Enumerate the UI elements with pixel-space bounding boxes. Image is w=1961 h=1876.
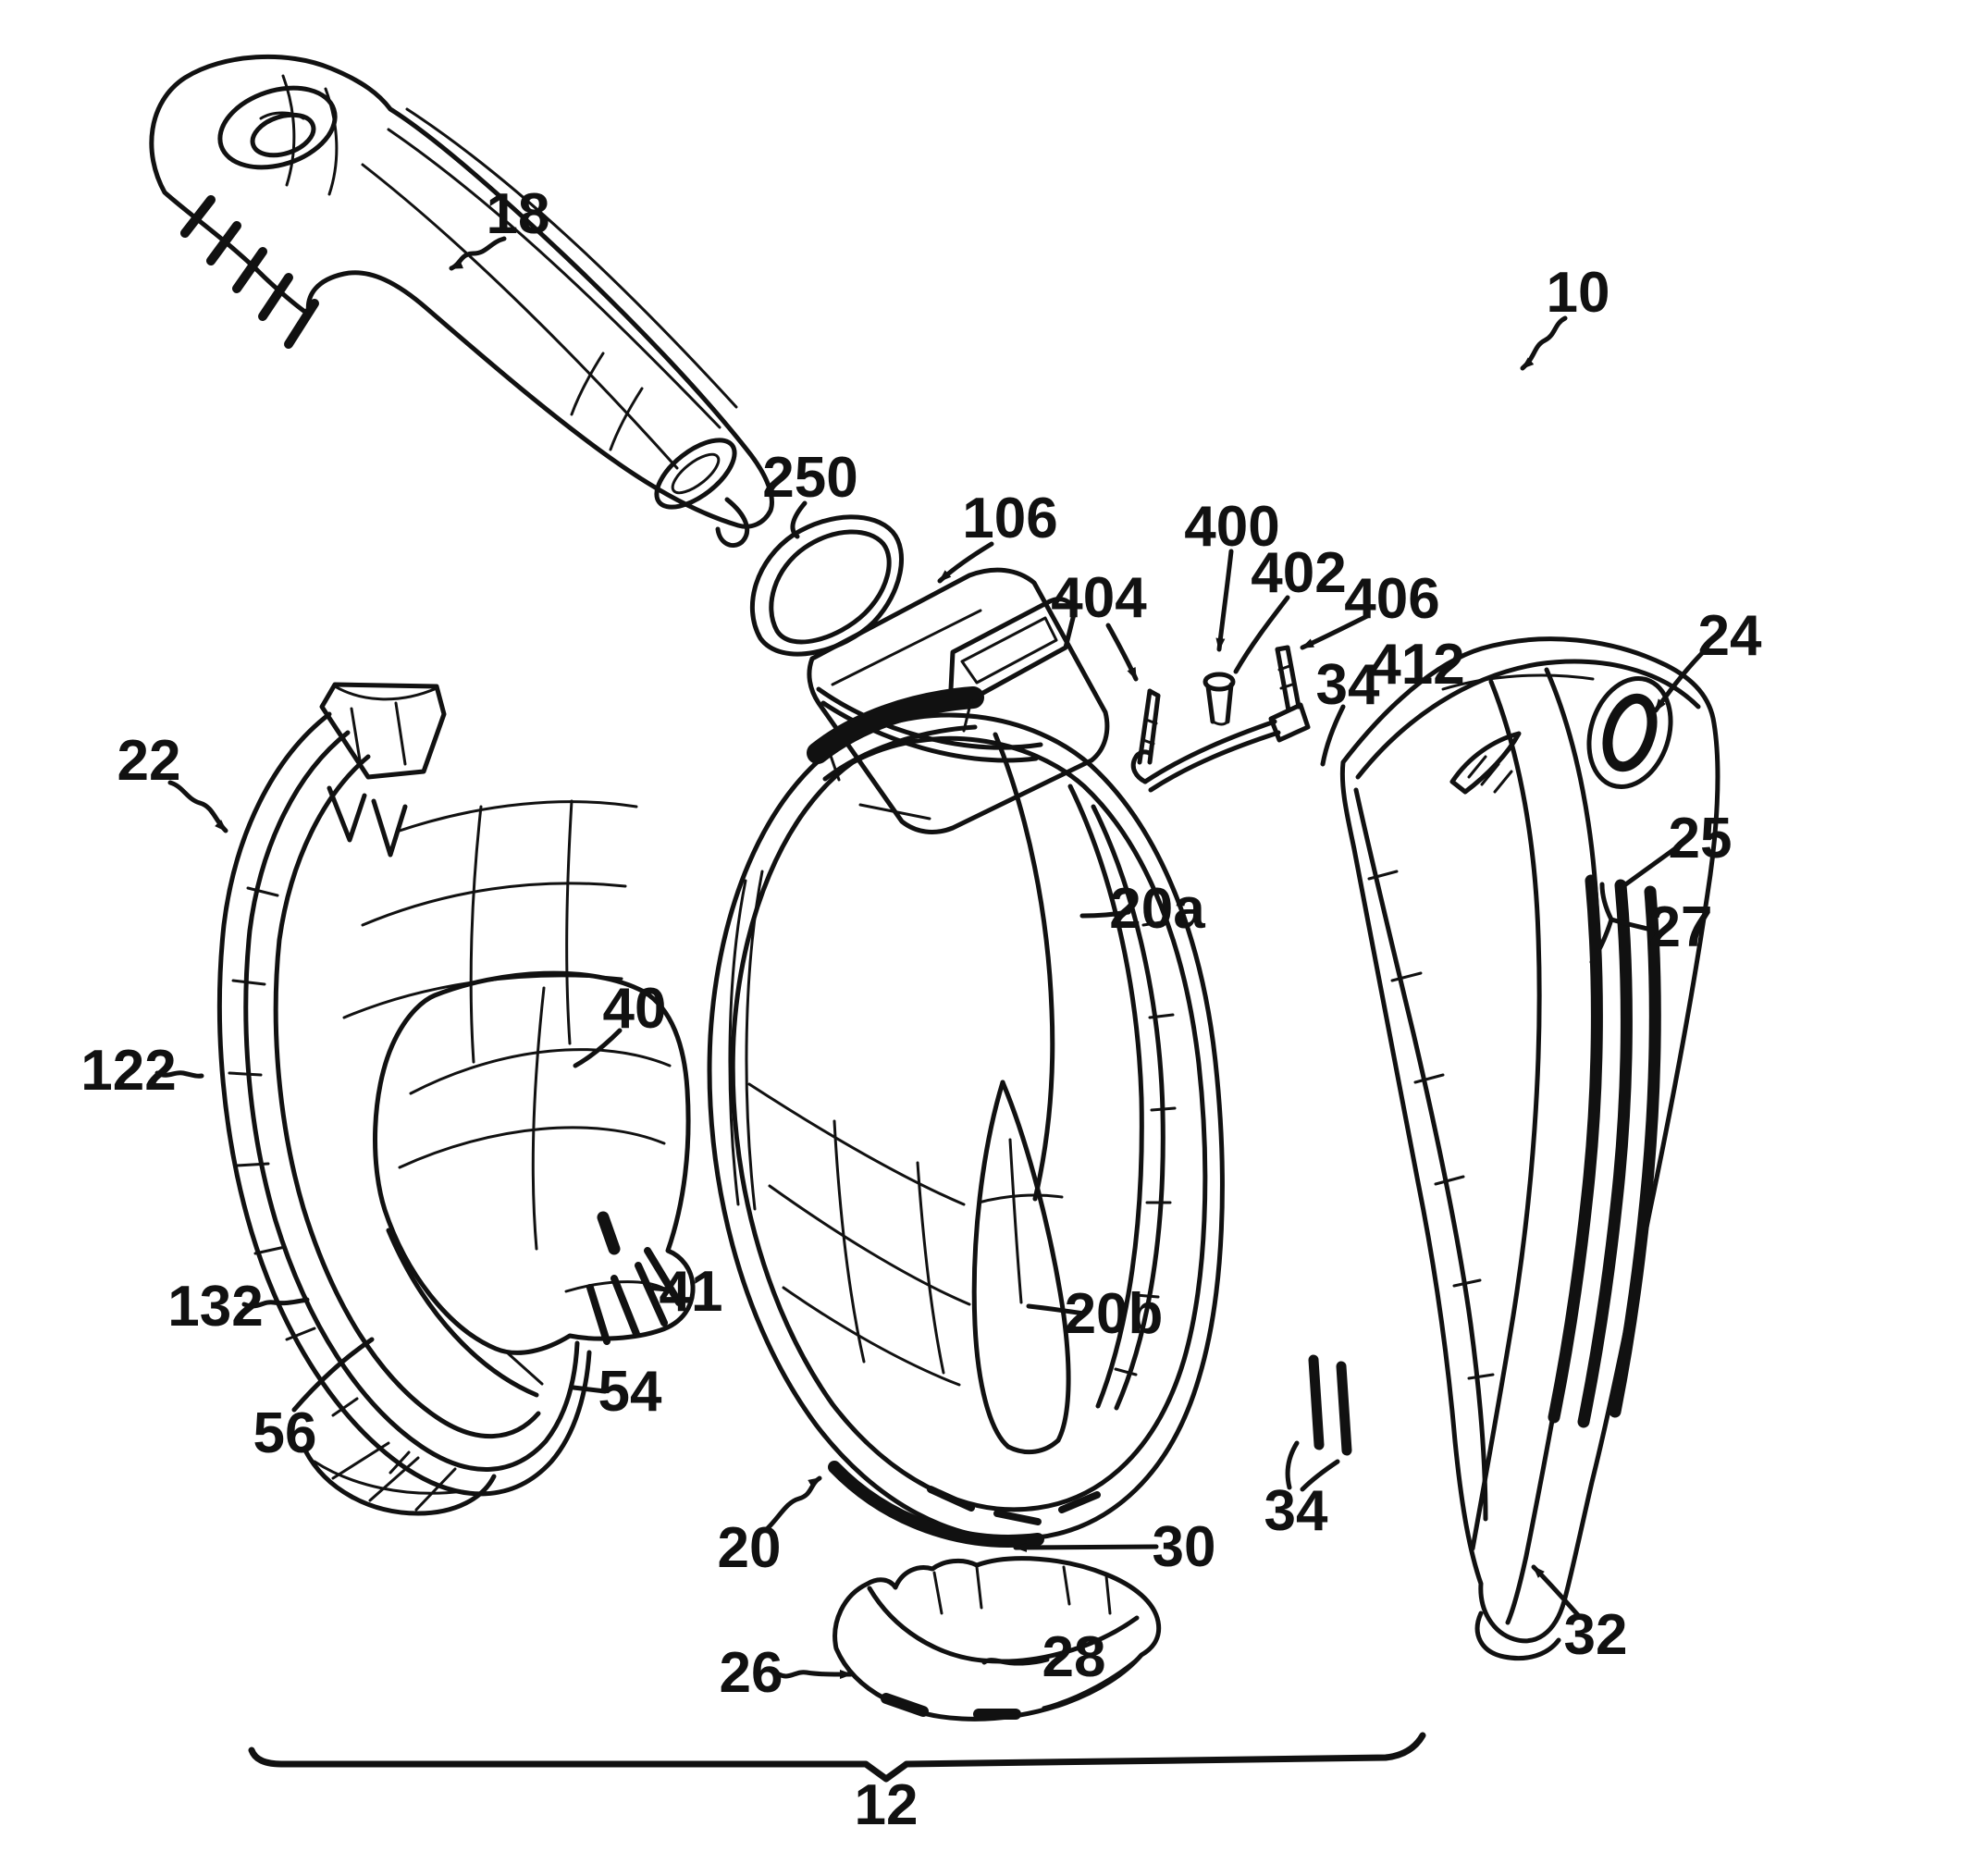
leader-34-bottom (1285, 1440, 1300, 1490)
mask-bottom-lip (828, 1461, 1044, 1548)
ref-label-406: 406 (1344, 567, 1439, 631)
ref-label-41: 41 (660, 1260, 723, 1324)
leader-406 (1300, 613, 1370, 650)
strap-clip (1130, 645, 1311, 793)
right-frame-shell (1308, 636, 1720, 1661)
mask-skirt-body (707, 686, 1225, 1548)
leader-56 (291, 1337, 375, 1413)
mask-window-edge (993, 732, 1055, 1202)
snorkel-tube (149, 54, 774, 548)
leader-26 (776, 1669, 854, 1679)
mask-nose-pocket (971, 1080, 1071, 1455)
leader-27 (1609, 917, 1659, 933)
reference-labels: 18 10 250 106 404 400 402 406 34 412 24 … (80, 182, 1762, 1837)
ref-label-404: 404 (1051, 566, 1147, 630)
ref-label-400: 400 (1184, 495, 1279, 559)
leader-122 (154, 1070, 204, 1079)
leader-404 (1105, 623, 1139, 682)
ref-label-106: 106 (962, 487, 1057, 550)
leader-18 (449, 236, 507, 271)
chin-buckle (832, 1556, 1162, 1722)
frame-bottom-foot (302, 1441, 497, 1516)
frame-side-slats (1548, 874, 1661, 1428)
ref-label-34-top: 34 (1316, 653, 1380, 717)
ref-label-122: 122 (80, 1039, 176, 1103)
leader-34-top (1320, 704, 1346, 767)
leader-10 (1520, 315, 1568, 371)
snorkel-mouth-end (654, 438, 749, 548)
ref-label-20: 20 (718, 1516, 782, 1580)
ref-label-25: 25 (1669, 807, 1733, 870)
leader-20a (1079, 909, 1131, 919)
leader-132 (241, 1297, 310, 1309)
clip-prong-right (1275, 645, 1301, 713)
ref-label-12: 12 (855, 1773, 919, 1837)
ref-label-24: 24 (1698, 604, 1762, 668)
snorkel-top-valve (217, 85, 338, 170)
clip-prong-left (1137, 688, 1161, 765)
ref-label-32: 32 (1564, 1603, 1628, 1667)
purge-port (1586, 675, 1673, 790)
mask-skirt-band (1067, 784, 1177, 1411)
leader-250 (790, 500, 808, 539)
ref-label-18: 18 (487, 182, 550, 246)
ref-label-56: 56 (253, 1401, 317, 1465)
leader-402 (1233, 595, 1290, 674)
frame-top-louver (1449, 731, 1522, 795)
leader-20 (765, 1475, 822, 1531)
ref-label-40: 40 (603, 977, 667, 1041)
leader-400 (1215, 549, 1234, 652)
leader-28 (981, 1657, 1050, 1666)
ref-label-20b: 20b (1065, 1282, 1164, 1346)
ref-label-30: 30 (1153, 1515, 1216, 1579)
leader-24 (1653, 647, 1708, 713)
ref-label-402: 402 (1251, 541, 1346, 605)
ref-label-132: 132 (167, 1275, 263, 1339)
leader-27-fork-upper (1599, 882, 1614, 922)
leader-25 (1618, 846, 1677, 891)
leader-34-bottom-branch (1300, 1459, 1340, 1492)
inner-breathing-cup (373, 970, 696, 1386)
ref-label-26: 26 (720, 1641, 783, 1705)
frame-vent-slots (1308, 1354, 1352, 1456)
leader-27-fork-lower (1589, 917, 1614, 965)
ref-label-27: 27 (1649, 895, 1713, 959)
leader-30 (1013, 1542, 1159, 1552)
ref-label-250: 250 (762, 446, 857, 510)
leader-22 (167, 780, 228, 833)
leader-40 (573, 1028, 623, 1068)
leader-20b (1026, 1303, 1087, 1316)
snorkel-vent-ribs (180, 195, 319, 349)
leader-lines (154, 236, 1708, 1679)
ref-label-34-bottom: 34 (1264, 1479, 1328, 1543)
left-frame-ring (216, 682, 638, 1516)
leader-54 (571, 1385, 608, 1394)
leader-106 (937, 541, 994, 584)
ref-label-54: 54 (598, 1360, 662, 1424)
clip-post-center (1202, 672, 1236, 726)
seal-ring (750, 514, 905, 657)
leader-41 (645, 1285, 671, 1292)
mask-top-mount (807, 686, 984, 782)
cup-slot-41 (597, 1211, 621, 1255)
ref-label-20a: 20a (1109, 877, 1205, 941)
ref-label-28: 28 (1042, 1625, 1106, 1689)
ref-label-22: 22 (117, 729, 181, 793)
assembly-brace (248, 1732, 1426, 1783)
frame-top-bracket (319, 682, 447, 858)
leader-32 (1531, 1564, 1581, 1618)
ref-label-412: 412 (1369, 633, 1464, 697)
ref-label-10: 10 (1547, 261, 1610, 325)
